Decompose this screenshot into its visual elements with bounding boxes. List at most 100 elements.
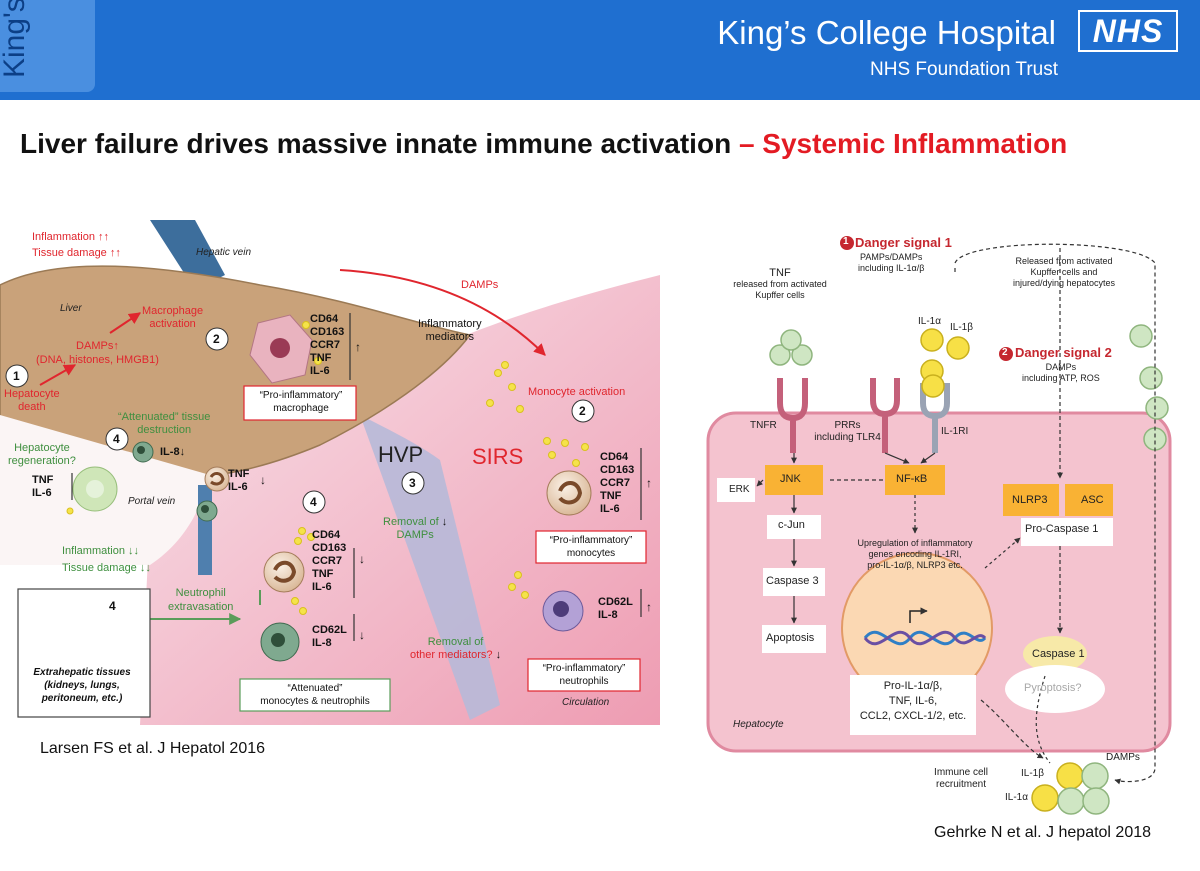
hepatocyte-label: Hepatocyte <box>733 719 784 730</box>
erk-label: ERK <box>729 484 750 495</box>
damps-label: DAMPs <box>461 279 499 291</box>
header-tab: King's <box>0 0 95 92</box>
header-bar: King's King’s College Hospital NHS Found… <box>0 0 1200 100</box>
neutrophil-cell-liver <box>196 500 218 522</box>
step-circle-4b <box>302 490 326 514</box>
cjun-label: c-Jun <box>778 519 805 531</box>
hepatocyte-signaling-diagram <box>706 236 1172 815</box>
pyroptosis-label: Pyroptosis? <box>1024 682 1082 694</box>
hepatic-vein-label: Hepatic vein <box>196 247 252 258</box>
step-circle-4a <box>105 427 129 451</box>
neutrophil-cell-attenuated <box>260 622 300 662</box>
inflammation-label: Inflammation ↑↑ <box>32 231 110 243</box>
danger2-badge <box>999 347 1013 361</box>
attenuated-neutrophil-arrow: ↓ <box>359 628 365 642</box>
apoptosis-label: Apoptosis <box>766 632 815 644</box>
monocyte-cell-circulation <box>546 470 592 516</box>
il1b-label: IL-1β <box>950 322 973 333</box>
hospital-name: King’s College Hospital <box>717 14 1056 51</box>
erk-box <box>717 478 755 502</box>
jnk-label: JNK <box>780 473 801 485</box>
extrahepatic-label: Extrahepatic tissues(kidneys, lungs,peri… <box>33 667 131 704</box>
neutrophil-cell-circulation <box>542 590 584 632</box>
monocyte-activation-label: Monocyte activation <box>528 386 626 398</box>
asc-box <box>1065 484 1113 516</box>
tlr4-receptor <box>870 378 900 453</box>
damps-arrow <box>339 269 546 356</box>
step-circle-2a <box>205 327 229 351</box>
slide-title: Liver failure drives massive innate immu… <box>20 128 1067 160</box>
bottom-ligands <box>1031 762 1110 815</box>
pro-inflammatory-monocytes-label: “Pro-inflammatory”monocytes <box>549 535 633 559</box>
macrophage-markers-arrow: ↑ <box>355 340 361 354</box>
neutrophil-cell-small <box>132 441 154 463</box>
hepatic-vein <box>150 220 225 290</box>
apoptosis-box <box>762 625 826 653</box>
tnf-ligands <box>769 329 813 366</box>
pro-inflammatory-monocytes-box <box>535 530 647 564</box>
danger1-number: 1 <box>843 236 849 247</box>
sirs-label: SIRS <box>472 444 524 469</box>
trust-name: NHS Foundation Trust <box>870 59 1058 80</box>
signal-arrows <box>756 243 1156 785</box>
pro-inflammatory-neutrophils-label: “Pro-inflammatory”neutrophils <box>542 663 626 687</box>
hepatocyte-cell <box>72 466 118 512</box>
step-circle-2b <box>571 399 595 423</box>
portal-vein-label: Portal vein <box>128 496 176 507</box>
il1a-label: IL-1α <box>918 316 942 327</box>
output-box <box>850 675 976 735</box>
tnf-il6-portal-arrow: ↓ <box>260 473 266 487</box>
damps-bottom-label: DAMPs <box>1106 752 1140 763</box>
nhs-logo-text: NHS <box>1080 12 1176 50</box>
caspase3-box <box>763 568 825 596</box>
dna-icon <box>863 607 987 646</box>
cjun-box <box>767 515 821 539</box>
hvp-label: HVP <box>378 442 424 467</box>
danger2-number: 2 <box>1002 347 1008 358</box>
pro-inflammatory-macrophage-label: “Pro-inflammatory”macrophage <box>259 390 343 414</box>
extrahepatic-box <box>17 588 151 718</box>
pro-caspase-label: Pro-Caspase 1 <box>1025 523 1099 535</box>
pro-inflammatory-macrophage-box <box>243 385 357 421</box>
liver-label: Liver <box>60 303 82 314</box>
tnfr-label: TNFR <box>750 420 777 431</box>
il1-ligands <box>920 328 970 398</box>
step-number-1: 1 <box>13 369 20 383</box>
left-citation: Larsen FS et al. J Hepatol 2016 <box>40 740 266 757</box>
step-number-2b: 2 <box>579 404 586 418</box>
danger1-title: Danger signal 1 <box>855 235 952 250</box>
damp-ligands-top <box>1129 324 1169 451</box>
step-number-2a: 2 <box>213 332 220 346</box>
output-label: Pro-IL-1α/β,TNF, IL-6,CCL2, CXCL-1/2, et… <box>859 680 967 722</box>
attenuated-cells-box <box>239 678 391 712</box>
step-number-4c: 4 <box>109 599 116 613</box>
title-accent: – Systemic Inflammation <box>738 128 1068 159</box>
header-tab-text: King's <box>0 0 31 78</box>
il1ri-label: IL-1RI <box>941 426 969 437</box>
il8-label: IL-8↓ <box>160 446 186 458</box>
nlrp3-label: NLRP3 <box>1012 494 1048 506</box>
attenuated-cells-label: “Attenuated”monocytes & neutrophils <box>260 683 370 707</box>
right-citation: Gehrke N et al. J hepatol 2018 <box>934 824 1152 841</box>
nfkb-label: NF-κB <box>896 473 928 485</box>
tissue-damage-down-label: Tissue damage ↓↓ <box>62 562 151 574</box>
pyroptosis-oval <box>1005 665 1105 713</box>
tnfr-receptor <box>777 378 808 453</box>
